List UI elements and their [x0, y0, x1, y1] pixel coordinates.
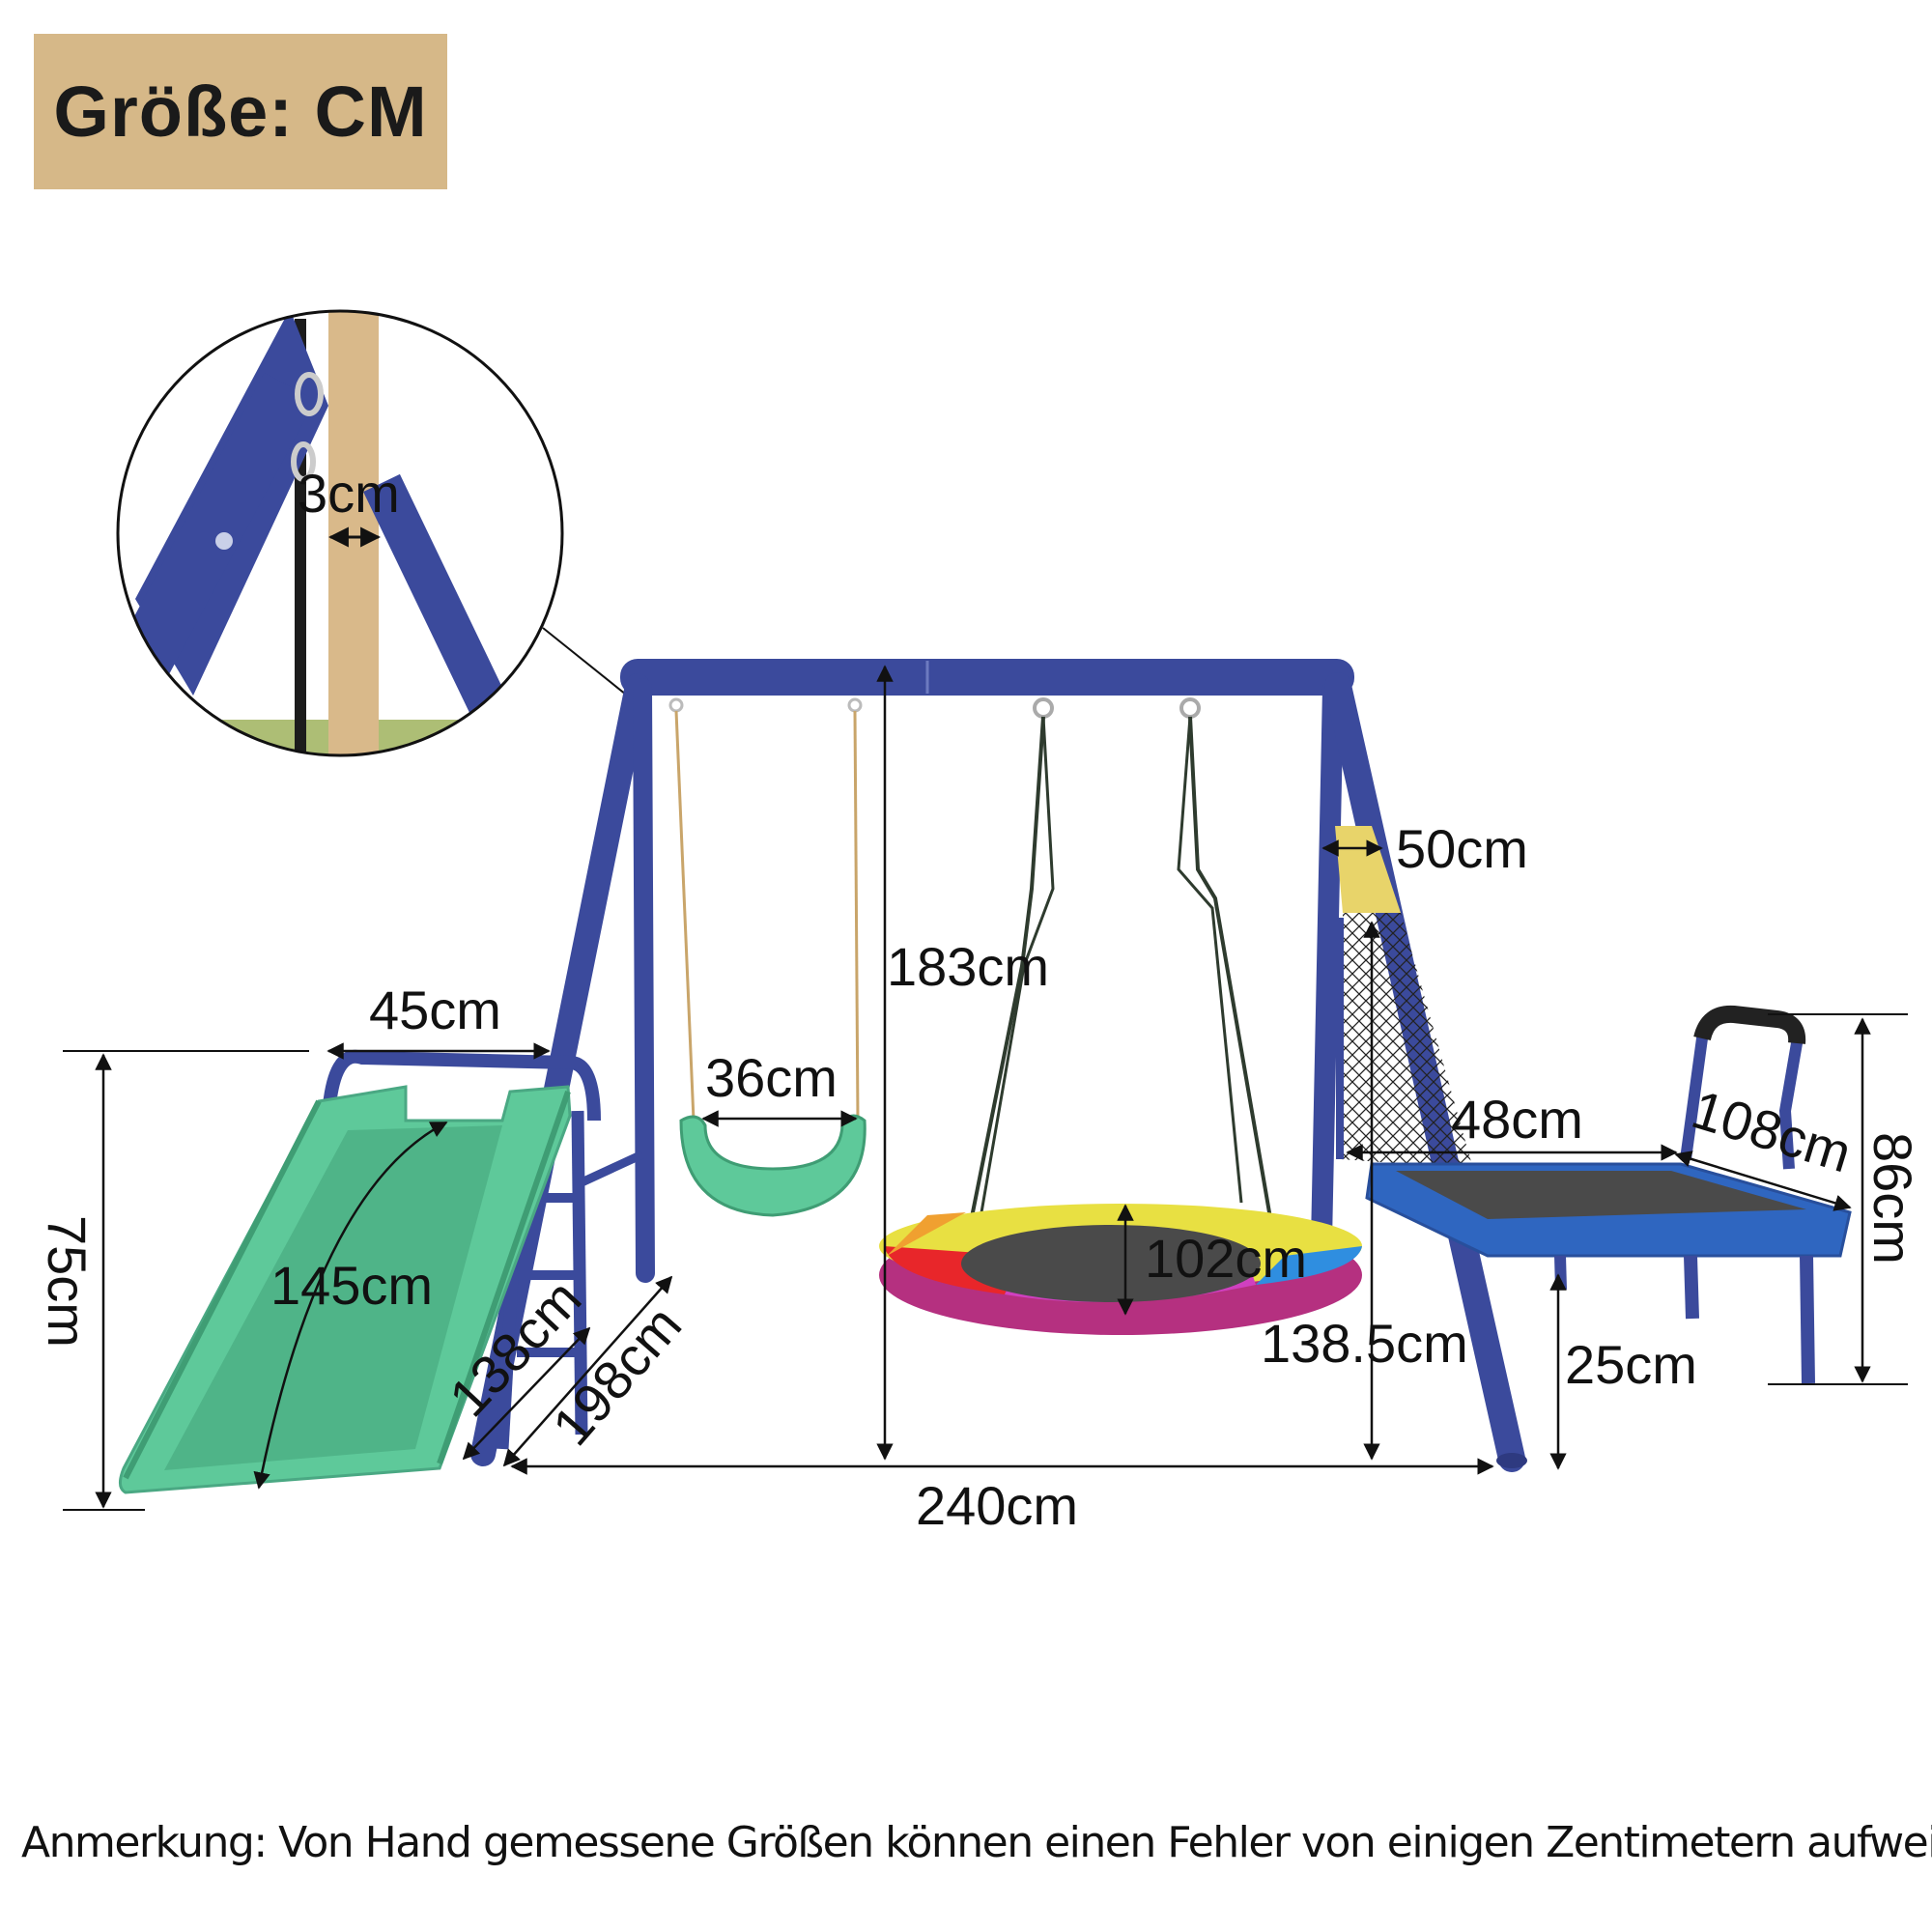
trampoline-width-label: 48cm: [1451, 1089, 1583, 1150]
net-height-label: 138.5cm: [1261, 1313, 1468, 1374]
swing-seat: [679, 1114, 867, 1217]
belt-swing: [668, 697, 867, 1217]
nest-swing: [879, 697, 1362, 1335]
top-beam: [620, 659, 1354, 696]
dimension-lines: [63, 665, 1908, 1511]
trampoline-length-label: 108cm: [1685, 1078, 1858, 1183]
pole-gap-label: 3cm: [298, 463, 400, 524]
net-width-label: 50cm: [1396, 818, 1528, 879]
trampoline-leg-height-label: 25cm: [1565, 1334, 1697, 1395]
slide-length-label: 145cm: [270, 1255, 433, 1316]
right-leg-back: [1311, 677, 1344, 1252]
frame-height-label: 183cm: [887, 936, 1049, 997]
size-unit-label: Größe: CM: [53, 71, 428, 152]
left-leg-back: [633, 678, 655, 1283]
seat-width-label: 36cm: [705, 1047, 838, 1108]
frame-width-label: 240cm: [916, 1475, 1078, 1536]
zoom-detail: 3cm: [116, 309, 646, 757]
nest-diameter-label: 102cm: [1145, 1228, 1307, 1289]
nest-mat: [961, 1225, 1261, 1302]
size-unit-badge: Größe: CM: [34, 34, 447, 189]
slide-width-label: 45cm: [369, 980, 501, 1040]
dimension-labels: 45cm 75cm 145cm 138cm 198cm 36cm 183cm 1…: [37, 818, 1923, 1536]
trampoline-height-label: 86cm: [1862, 1132, 1923, 1264]
measurement-note: Anmerkung: Von Hand gemessene Größen kön…: [21, 1818, 1932, 1867]
slide-height-label: 75cm: [37, 1215, 98, 1348]
